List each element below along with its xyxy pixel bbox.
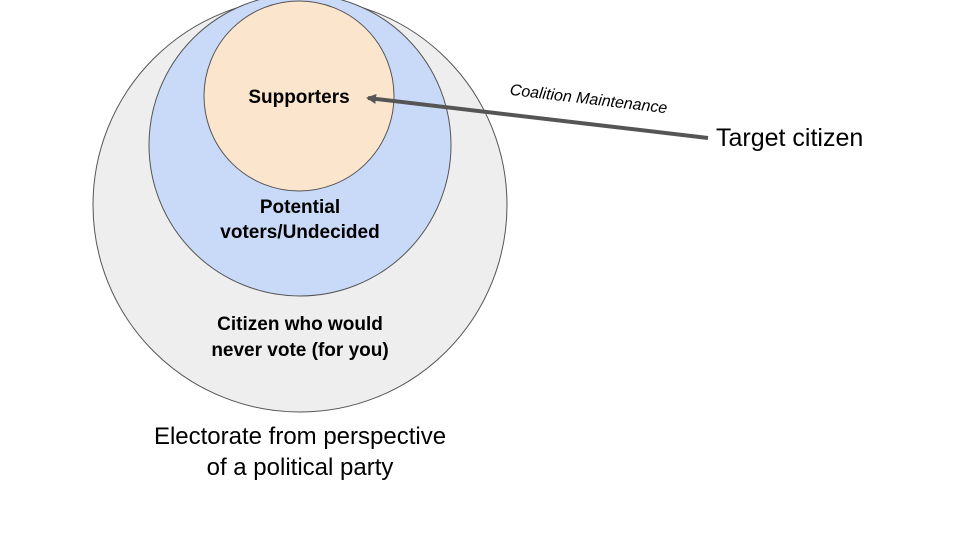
potential-voters-label-line2: voters/Undecided bbox=[220, 222, 379, 243]
never-vote-label-line2: never vote (for you) bbox=[211, 340, 388, 361]
caption-line1: Electorate from perspective bbox=[154, 423, 446, 450]
supporters-circle bbox=[203, 0, 395, 192]
never-vote-label-line1: Citizen who would bbox=[217, 314, 383, 335]
supporters-label: Supporters bbox=[248, 87, 349, 108]
coalition-maintenance-label: Coalition Maintenance bbox=[509, 82, 668, 117]
target-citizen-label: Target citizen bbox=[716, 124, 863, 152]
coalition-maintenance-arrow bbox=[366, 93, 709, 140]
caption-line2: of a political party bbox=[207, 454, 394, 481]
potential-voters-label-line1: Potential bbox=[260, 197, 340, 218]
